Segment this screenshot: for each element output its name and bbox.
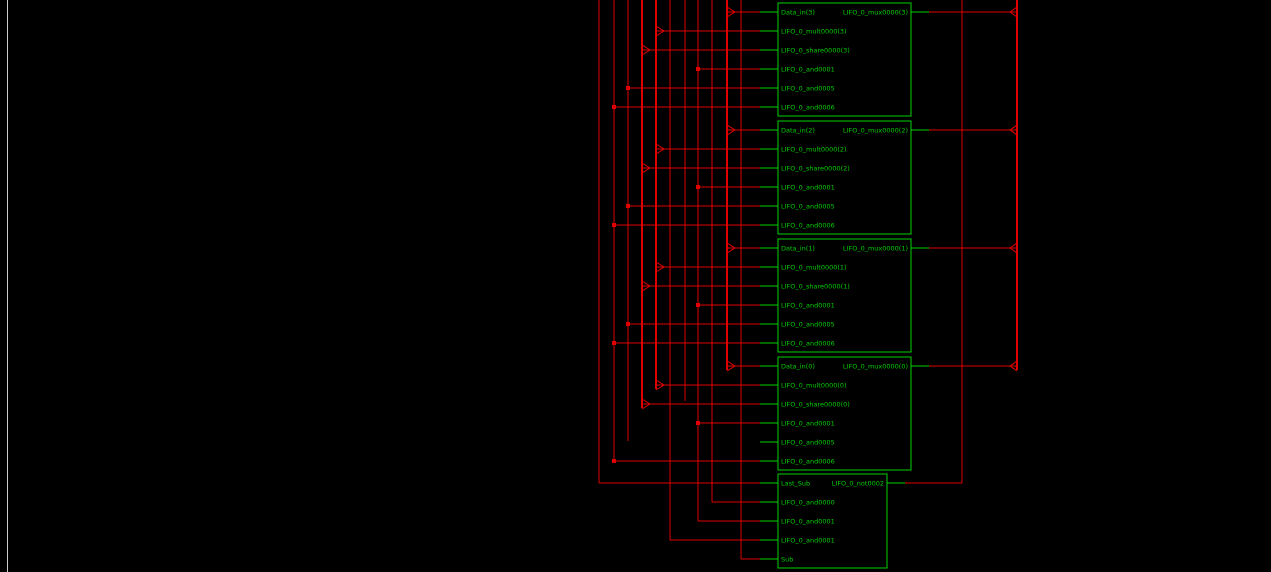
bus-tap-arrow (641, 162, 651, 174)
input-pin-label: LIFO_0_and0001 (781, 302, 835, 310)
junction-dot (696, 185, 700, 189)
bus-tap-arrow (641, 280, 651, 292)
input-pin-label: LIFO_0_and0006 (781, 340, 835, 348)
output-pin-label: LIFO_0_mux0000(0) (843, 363, 908, 371)
input-pin-label: LIFO_0_and0001 (781, 537, 835, 545)
junction-dot (626, 86, 630, 90)
bus-tap-arrow (1009, 242, 1018, 254)
output-pin-label: LIFO_0_mux0000(2) (843, 127, 908, 135)
input-pin-label: Data_in(2) (781, 127, 815, 135)
junction-dot (612, 105, 616, 109)
input-pin-label: LIFO_0_and0000 (781, 499, 835, 507)
input-pin-label: Data_in(1) (781, 245, 815, 253)
bus-tap-arrow (1009, 124, 1018, 136)
mux-block[interactable] (777, 2, 912, 117)
input-pin-label: LIFO_0_mult0000(3) (781, 28, 847, 36)
junction-dot (612, 341, 616, 345)
bus-tap-arrow (655, 379, 665, 391)
bus-tap-arrow (726, 6, 736, 18)
input-pin-label: LIFO_0_share0000(1) (781, 283, 850, 291)
input-pin-label: LIFO_0_and0005 (781, 321, 835, 329)
bus-tap-arrow (655, 261, 665, 273)
bus-tap-arrow (1009, 6, 1018, 18)
block-layer: Data_in(3) LIFO_0_mult0000(3) LIFO_0_share… (760, 2, 929, 569)
input-pin-label: LIFO_0_and0001 (781, 420, 835, 428)
input-pin-label: LIFO_0_and0006 (781, 104, 835, 112)
input-pin-label: LIFO_0_share0000(3) (781, 47, 850, 55)
input-pin-label: Sub (781, 556, 793, 564)
input-pin-label: LIFO_0_and0001 (781, 66, 835, 74)
bus-tap-arrow (726, 360, 736, 372)
output-pin-label: LIFO_0_mux0000(3) (843, 9, 908, 17)
wire-layer (598, 0, 1018, 560)
mux-block[interactable] (777, 120, 912, 235)
junction-dot (696, 67, 700, 71)
input-pin-label: LIFO_0_mult0000(2) (781, 146, 847, 154)
input-pin-label: Data_in(3) (781, 9, 815, 17)
input-pin-label: LIFO_0_and0006 (781, 458, 835, 466)
mux-block[interactable] (777, 356, 912, 471)
output-pin-label: LIFO_0_not0002 (832, 480, 884, 488)
input-pin-label: LIFO_0_and0001 (781, 184, 835, 192)
junction-dot (612, 223, 616, 227)
junction-dot (696, 421, 700, 425)
bus-tap-arrow (726, 124, 736, 136)
input-pin-label: Last_Sub (781, 480, 810, 488)
input-pin-label: LIFO_0_mult0000(1) (781, 264, 847, 272)
input-pin-label: Data_in(0) (781, 363, 815, 371)
input-pin-label: LIFO_0_and0005 (781, 203, 835, 211)
bus-tap-arrow (641, 44, 651, 56)
input-pin-label: LIFO_0_mult0000(0) (781, 382, 847, 390)
bus-tap-arrow (655, 143, 665, 155)
junction-dot (696, 303, 700, 307)
bus-tap-arrow (726, 242, 736, 254)
input-pin-label: LIFO_0_share0000(2) (781, 165, 850, 173)
mux-block[interactable] (777, 238, 912, 353)
input-pin-label: LIFO_0_and0001 (781, 518, 835, 526)
bus-tap-arrow (641, 398, 651, 410)
input-pin-label: LIFO_0_and0005 (781, 85, 835, 93)
output-pin-label: LIFO_0_mux0000(1) (843, 245, 908, 253)
bus-tap-arrow (1009, 360, 1018, 372)
junction-dot (612, 459, 616, 463)
input-pin-label: LIFO_0_share0000(0) (781, 401, 850, 409)
junction-dot (626, 204, 630, 208)
input-pin-label: LIFO_0_and0006 (781, 222, 835, 230)
junction-dot (626, 322, 630, 326)
input-pin-label: LIFO_0_and0005 (781, 439, 835, 447)
bus-tap-arrow (655, 25, 665, 37)
